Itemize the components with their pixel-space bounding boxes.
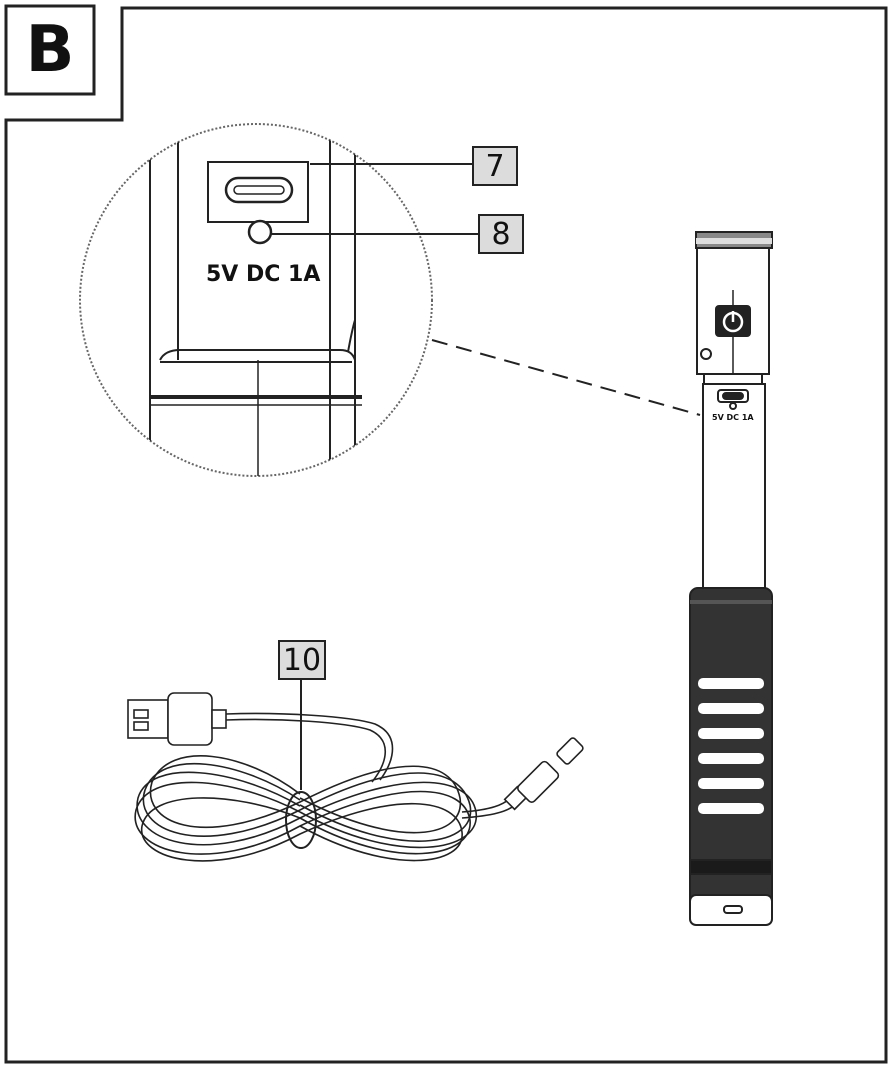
charge-indicator-led (247, 219, 273, 245)
callout-10: 10 (278, 640, 326, 680)
side-hole (700, 348, 712, 360)
cable-tie-loop (285, 791, 317, 849)
usb-c-port-icon (224, 176, 294, 204)
panel-letter-box (4, 4, 96, 96)
usb-charging-cable (127, 692, 584, 862)
magnified-detail (79, 123, 433, 477)
magnified-port-label: 5V DC 1A (206, 262, 321, 287)
usb-c-plug (503, 737, 584, 811)
callout-7: 7 (472, 146, 518, 186)
callout-8: 8 (478, 214, 524, 254)
flashlight-port-label: 5V DC 1A (712, 413, 754, 422)
flashlight (689, 231, 773, 926)
panel-frame (4, 6, 888, 1064)
usb-a-plug (127, 699, 169, 739)
magnify-connector (431, 339, 701, 416)
panel-letter: B (25, 13, 75, 87)
